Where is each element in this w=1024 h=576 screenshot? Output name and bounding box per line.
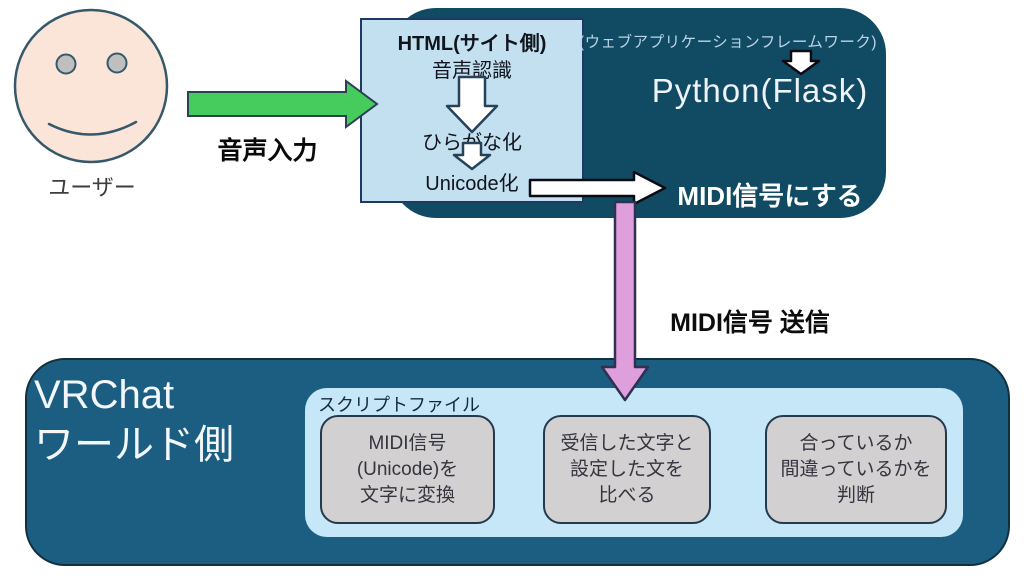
script-box-judge-line1: 合っているか <box>799 432 913 454</box>
script-box-judge-line3: 判断 <box>836 484 875 506</box>
script-box-compare-line2: 設定した文を <box>569 458 684 480</box>
script-box-judge-line2: 間違っているかを <box>780 458 932 480</box>
script-box-compare-line1: 受信した文字と <box>560 432 694 454</box>
step-unicode: Unicode化 <box>425 173 519 195</box>
user-label: ユーザー <box>48 175 136 200</box>
html-site-title: HTML(サイト側) <box>397 33 547 55</box>
script-box-midi-to-char: MIDI信号 (Unicode)を 文字に変換 <box>320 415 495 524</box>
vrchat-world-title-line2: ワールド側 <box>34 423 234 467</box>
midi-send-label: MIDI信号 送信 <box>670 309 830 337</box>
midi-convert-label: MIDI信号にする <box>677 181 863 211</box>
script-box-compare-line3: 比べる <box>598 484 656 506</box>
step-hiragana: ひらがな化 <box>422 132 522 154</box>
script-file-panel: スクリプトファイル MIDI信号 (Unicode)を 文字に変換 受信した文字… <box>305 388 963 537</box>
user-face-icon <box>13 8 169 164</box>
voice-input-label: 音声入力 <box>217 137 318 165</box>
python-flask-label: Python(Flask) <box>651 72 869 109</box>
vrchat-world-title-line1: VRChat <box>34 373 175 417</box>
script-box-midi-to-char-line3: 文字に変換 <box>359 484 455 506</box>
script-box-midi-to-char-line2: (Unicode)を <box>356 458 459 480</box>
html-site-box: HTML(サイト側) 音声認識 ひらがな化 Unicode化 <box>360 18 584 203</box>
vrchat-world-title: VRChat ワールド側 <box>34 370 234 470</box>
script-box-compare: 受信した文字と 設定した文を 比べる <box>543 415 711 524</box>
voice-input-arrow-icon <box>187 79 379 129</box>
script-file-label: スクリプトファイル <box>318 395 480 415</box>
script-box-judge: 合っているか 間違っているかを 判断 <box>765 415 947 524</box>
step-speech-recognition: 音声認識 <box>432 60 512 82</box>
framework-note: (ウェブアプリケーションフレームワーク) <box>578 34 878 51</box>
script-box-midi-to-char-line1: MIDI信号 <box>368 432 447 454</box>
